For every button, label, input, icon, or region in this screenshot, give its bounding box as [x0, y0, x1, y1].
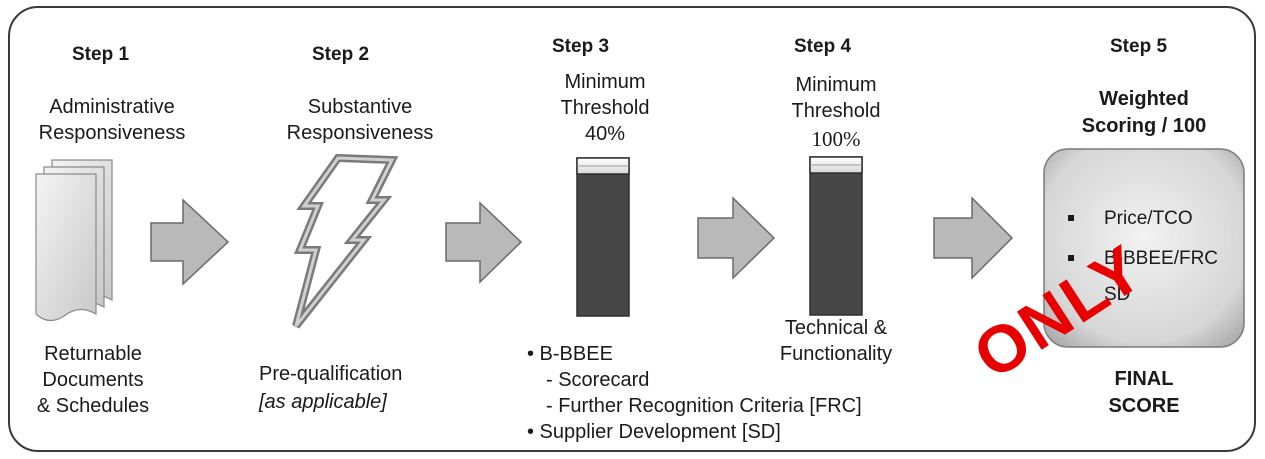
final-score-line2: SCORE [1108, 395, 1180, 417]
step4-title: Step 4 [794, 36, 852, 57]
step3-line2: Threshold [560, 97, 650, 119]
arrow-1-icon [150, 198, 230, 286]
arrow-3-icon [697, 196, 776, 280]
step1-line1: Administrative [49, 96, 175, 118]
step3-line1: Minimum [564, 71, 646, 93]
step1-title: Step 1 [72, 44, 130, 65]
step3-sub2: - Further Recognition Criteria [FRC] [546, 395, 862, 417]
arrow-2-icon [445, 201, 523, 284]
step3-sub1: - Scorecard [546, 369, 650, 391]
scoring-box [1043, 148, 1245, 348]
step4-bottom2: Functionality [779, 343, 893, 365]
step1-bottom3: & Schedules [36, 395, 150, 417]
step3-threshold: 40% [584, 123, 626, 145]
threshold-bar-step3 [576, 157, 630, 317]
step1-bottom2: Documents [42, 369, 144, 391]
step2-line2: Responsiveness [286, 122, 434, 144]
step3-title: Step 3 [552, 36, 610, 57]
step5-title: Step 5 [1110, 36, 1168, 57]
step5-line1: Weighted [1099, 88, 1189, 110]
scoring-item-sd: SD [1104, 284, 1131, 305]
final-score-line1: FINAL [1114, 368, 1174, 390]
threshold-bar-step4 [809, 156, 863, 316]
step2-bottom1: Pre-qualification [259, 363, 403, 385]
scoring-item-bbbee: B-BBEE/FRC [1104, 248, 1219, 269]
step2-title: Step 2 [312, 44, 370, 65]
step5-line2: Scoring / 100 [1081, 115, 1207, 137]
document-stack-icon [35, 159, 113, 322]
scoring-item-price: Price/TCO [1104, 208, 1193, 229]
step4-line2: Threshold [791, 100, 881, 122]
step3-bullet1: • B-BBEE [527, 343, 613, 365]
step2-bottom2: [as applicable] [259, 391, 387, 413]
step4-line1: Minimum [795, 74, 877, 96]
arrow-4-icon [933, 196, 1014, 280]
step4-bottom1: Technical & [784, 317, 888, 339]
step3-bullet2: • Supplier Development [SD] [527, 421, 781, 443]
step1-line2: Responsiveness [38, 122, 186, 144]
lightning-icon [292, 153, 399, 329]
step1-bottom1: Returnable [44, 343, 142, 365]
step2-line1: Substantive [307, 96, 413, 118]
step4-threshold: 100% [811, 127, 861, 151]
diagram-frame [8, 6, 1256, 452]
